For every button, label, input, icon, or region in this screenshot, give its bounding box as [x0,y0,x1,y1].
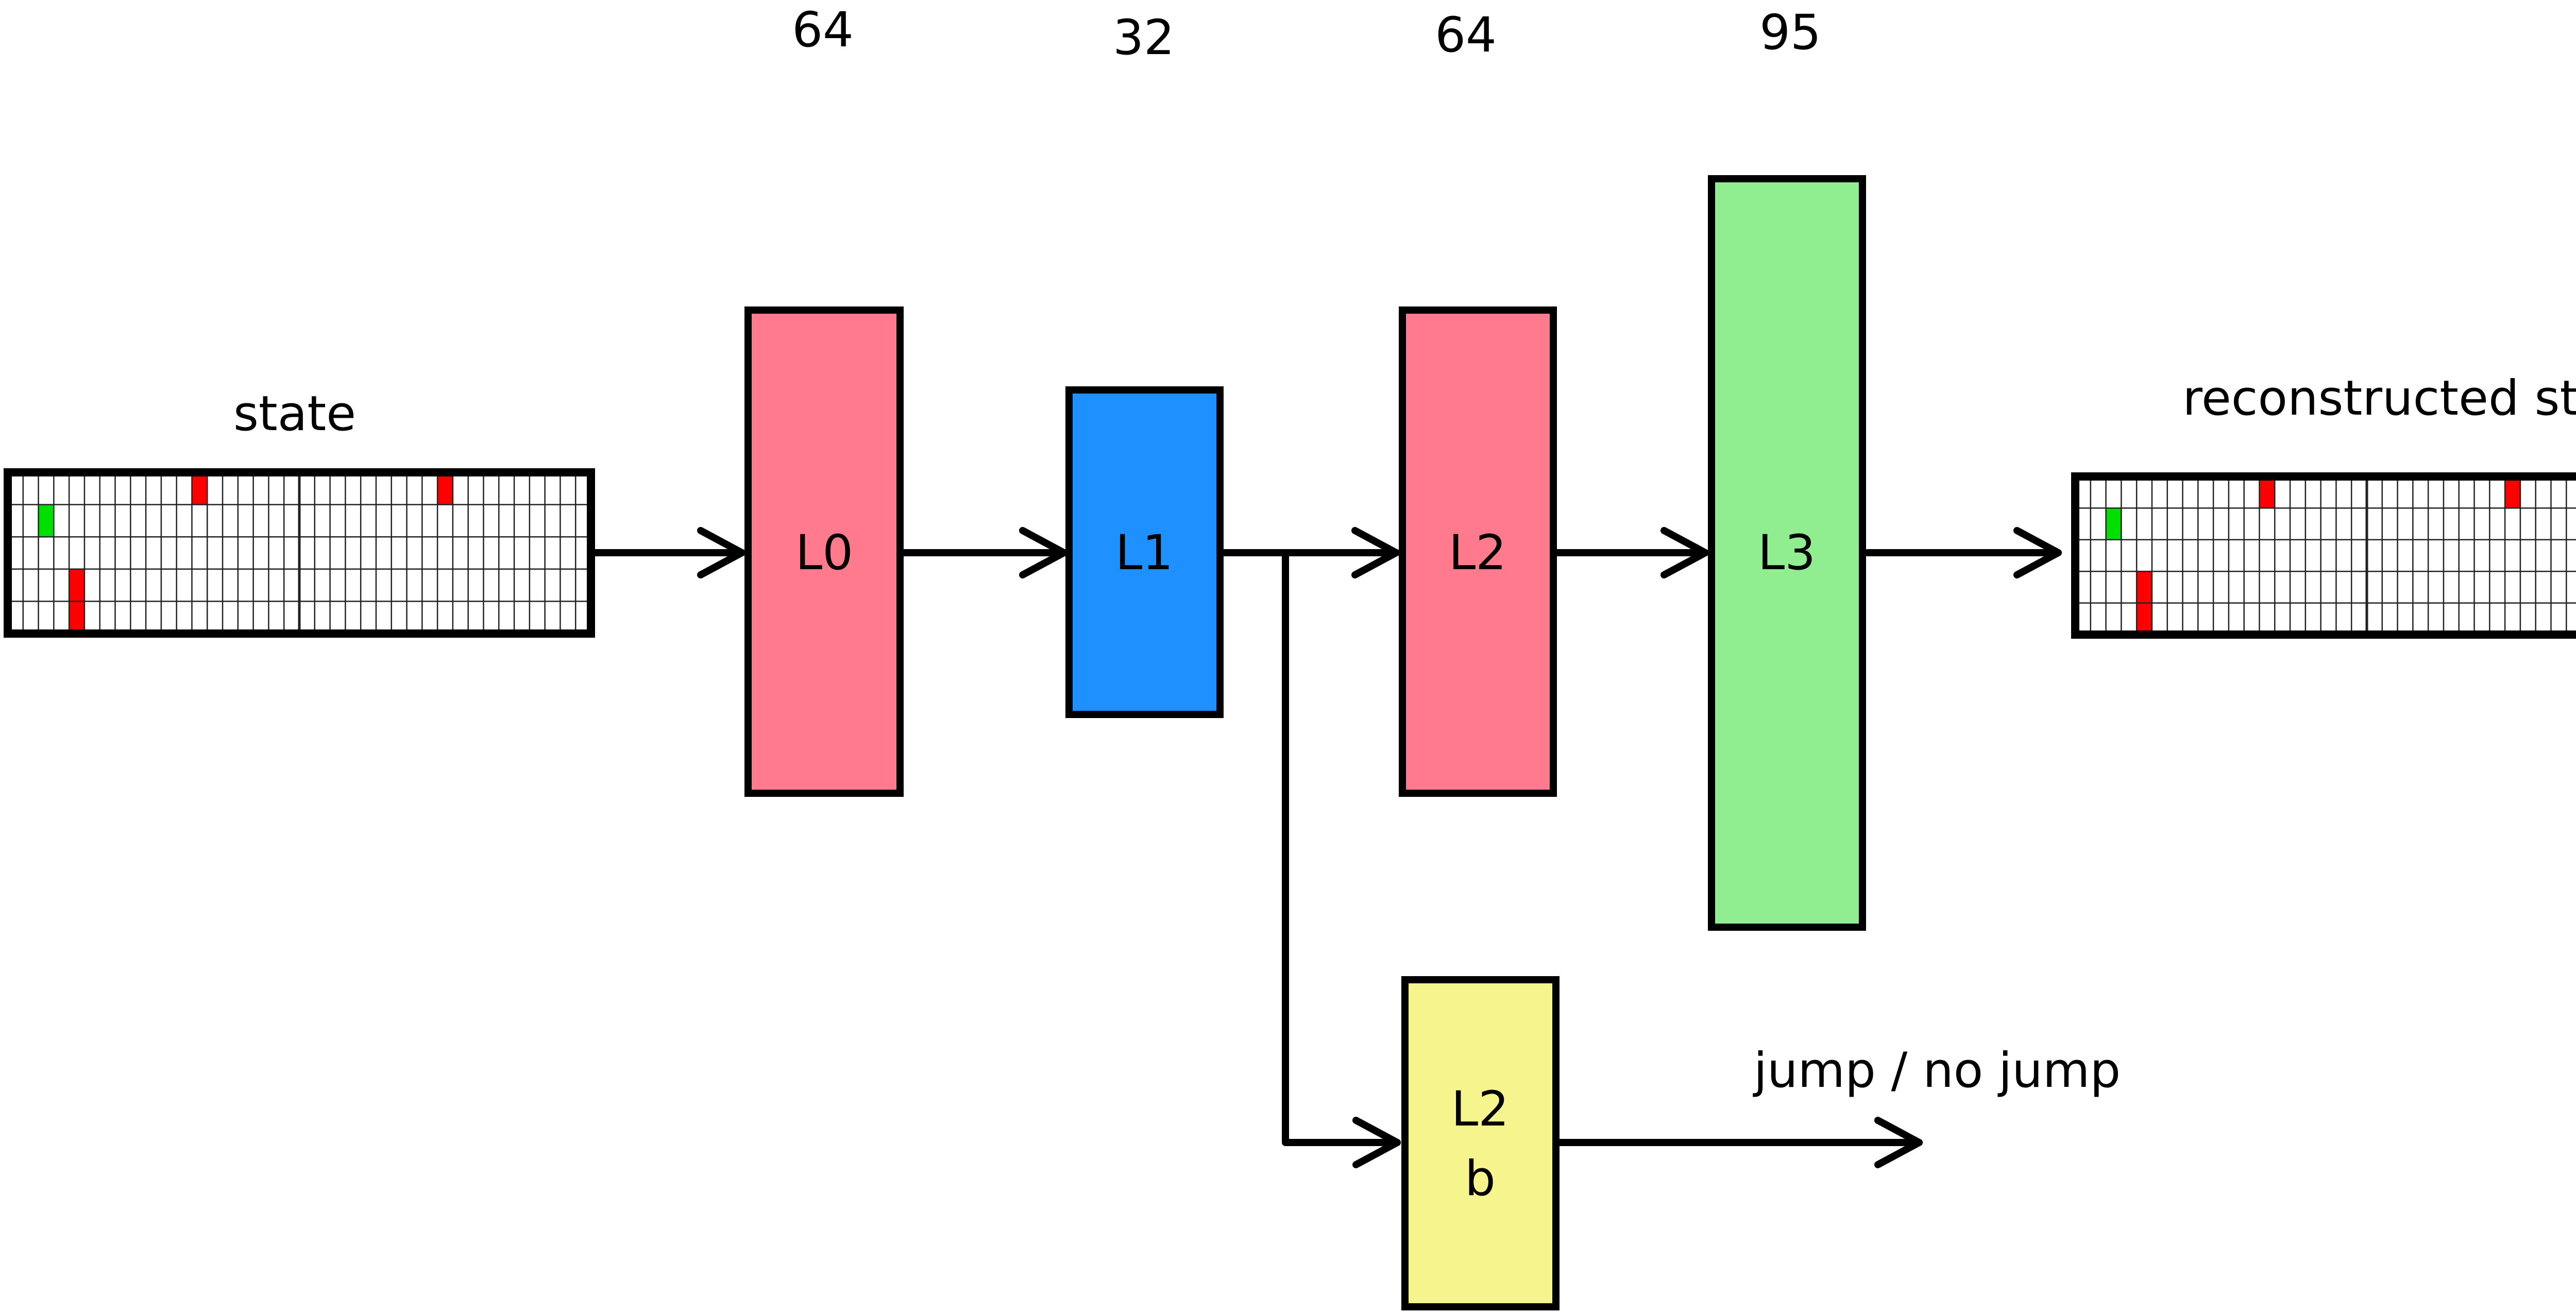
arrowhead-l1 [1019,527,1067,578]
branch-output-label: jump / no jump [1753,1043,2121,1099]
grid-cell-red [192,472,208,505]
grid-cell-red [437,472,453,505]
input-grid-lines [8,472,591,634]
layer-size-l3: 95 [1759,5,1821,61]
output-grid-lines [2075,476,2576,635]
layer-l0: L0 [744,306,904,797]
layer-size-l1: 32 [1113,10,1175,66]
grid-cell-red [2505,476,2520,508]
layer-label-l0: L0 [795,525,853,581]
layer-l2: L2 [1399,306,1557,797]
layer-box-l3 [1708,175,1866,931]
arrowhead-l3 [1660,527,1709,578]
grid-cell-red [69,601,84,634]
layer-box-l2 [1399,306,1557,797]
arrowhead-l2 [1351,527,1400,578]
arrowhead-l0 [697,527,745,578]
grid-cell-green [2106,508,2122,540]
arrowhead-jump [1874,1117,1923,1168]
input-state-label: state [233,386,356,442]
layer-l1: L1 [1065,386,1224,718]
arrow-l1-to-l2b [1282,549,1401,1146]
output-state-grid [2071,472,2576,639]
connectors [589,527,2062,1168]
layer-l3: L3 [1708,175,1866,931]
grid-cell-red [2259,476,2275,508]
output-grid-cells [2106,476,2520,635]
grid-cell-red [2137,603,2152,635]
output-grid-border [2071,472,2576,639]
layer-label-l2: L2 [1449,525,1506,581]
layer-label-l1: L1 [1115,525,1173,581]
grid-cell-red [69,569,84,602]
layer-size-l0: 64 [792,2,854,58]
layer-l2b: L2 b [1401,976,1560,1310]
grid-cell-green [38,504,54,537]
input-grid-cells [38,472,453,634]
arrowhead-l2b [1352,1117,1401,1168]
layer-box-l1 [1065,386,1224,718]
layer-label-l2b-line1: L2 [1451,1081,1509,1137]
arrowhead-output [2013,527,2062,578]
layer-size-l2: 64 [1435,7,1497,63]
input-state-grid [4,468,595,638]
grid-cell-red [2137,571,2152,603]
layer-label-l3: L3 [1758,525,1816,581]
layer-box-l2b [1401,976,1560,1310]
layer-box-l0 [744,306,904,797]
layer-label-l2b-line2: b [1465,1151,1496,1207]
output-state-label: reconstructed state [2182,370,2576,427]
